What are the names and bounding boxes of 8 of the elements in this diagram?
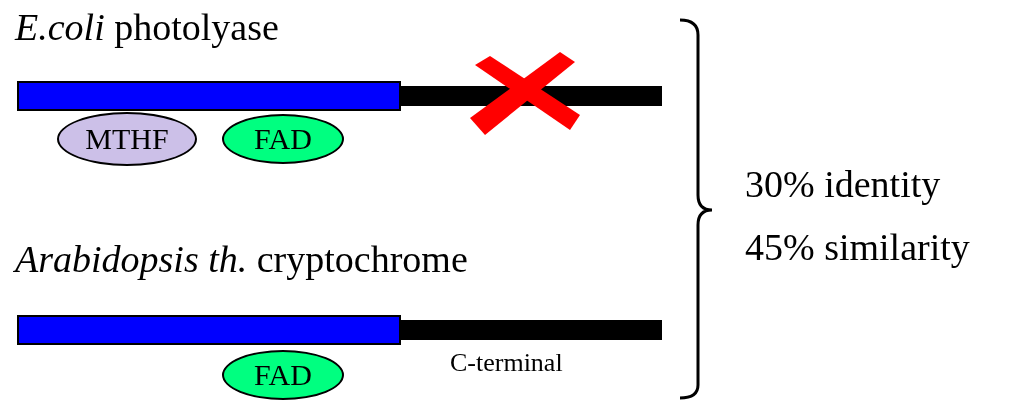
similarity-text: 45% similarity: [745, 228, 970, 266]
cofactor-label: MTHF: [85, 122, 169, 156]
protein-title: Arabidopsis th. cryptochrome: [15, 240, 468, 278]
region-label: C-terminal: [450, 350, 563, 376]
protein-title: E.coli photolyase: [15, 8, 279, 46]
identity-text: 30% identity: [745, 165, 941, 203]
cofactor-label: FAD: [254, 122, 312, 156]
cofactor-label: FAD: [254, 358, 312, 392]
